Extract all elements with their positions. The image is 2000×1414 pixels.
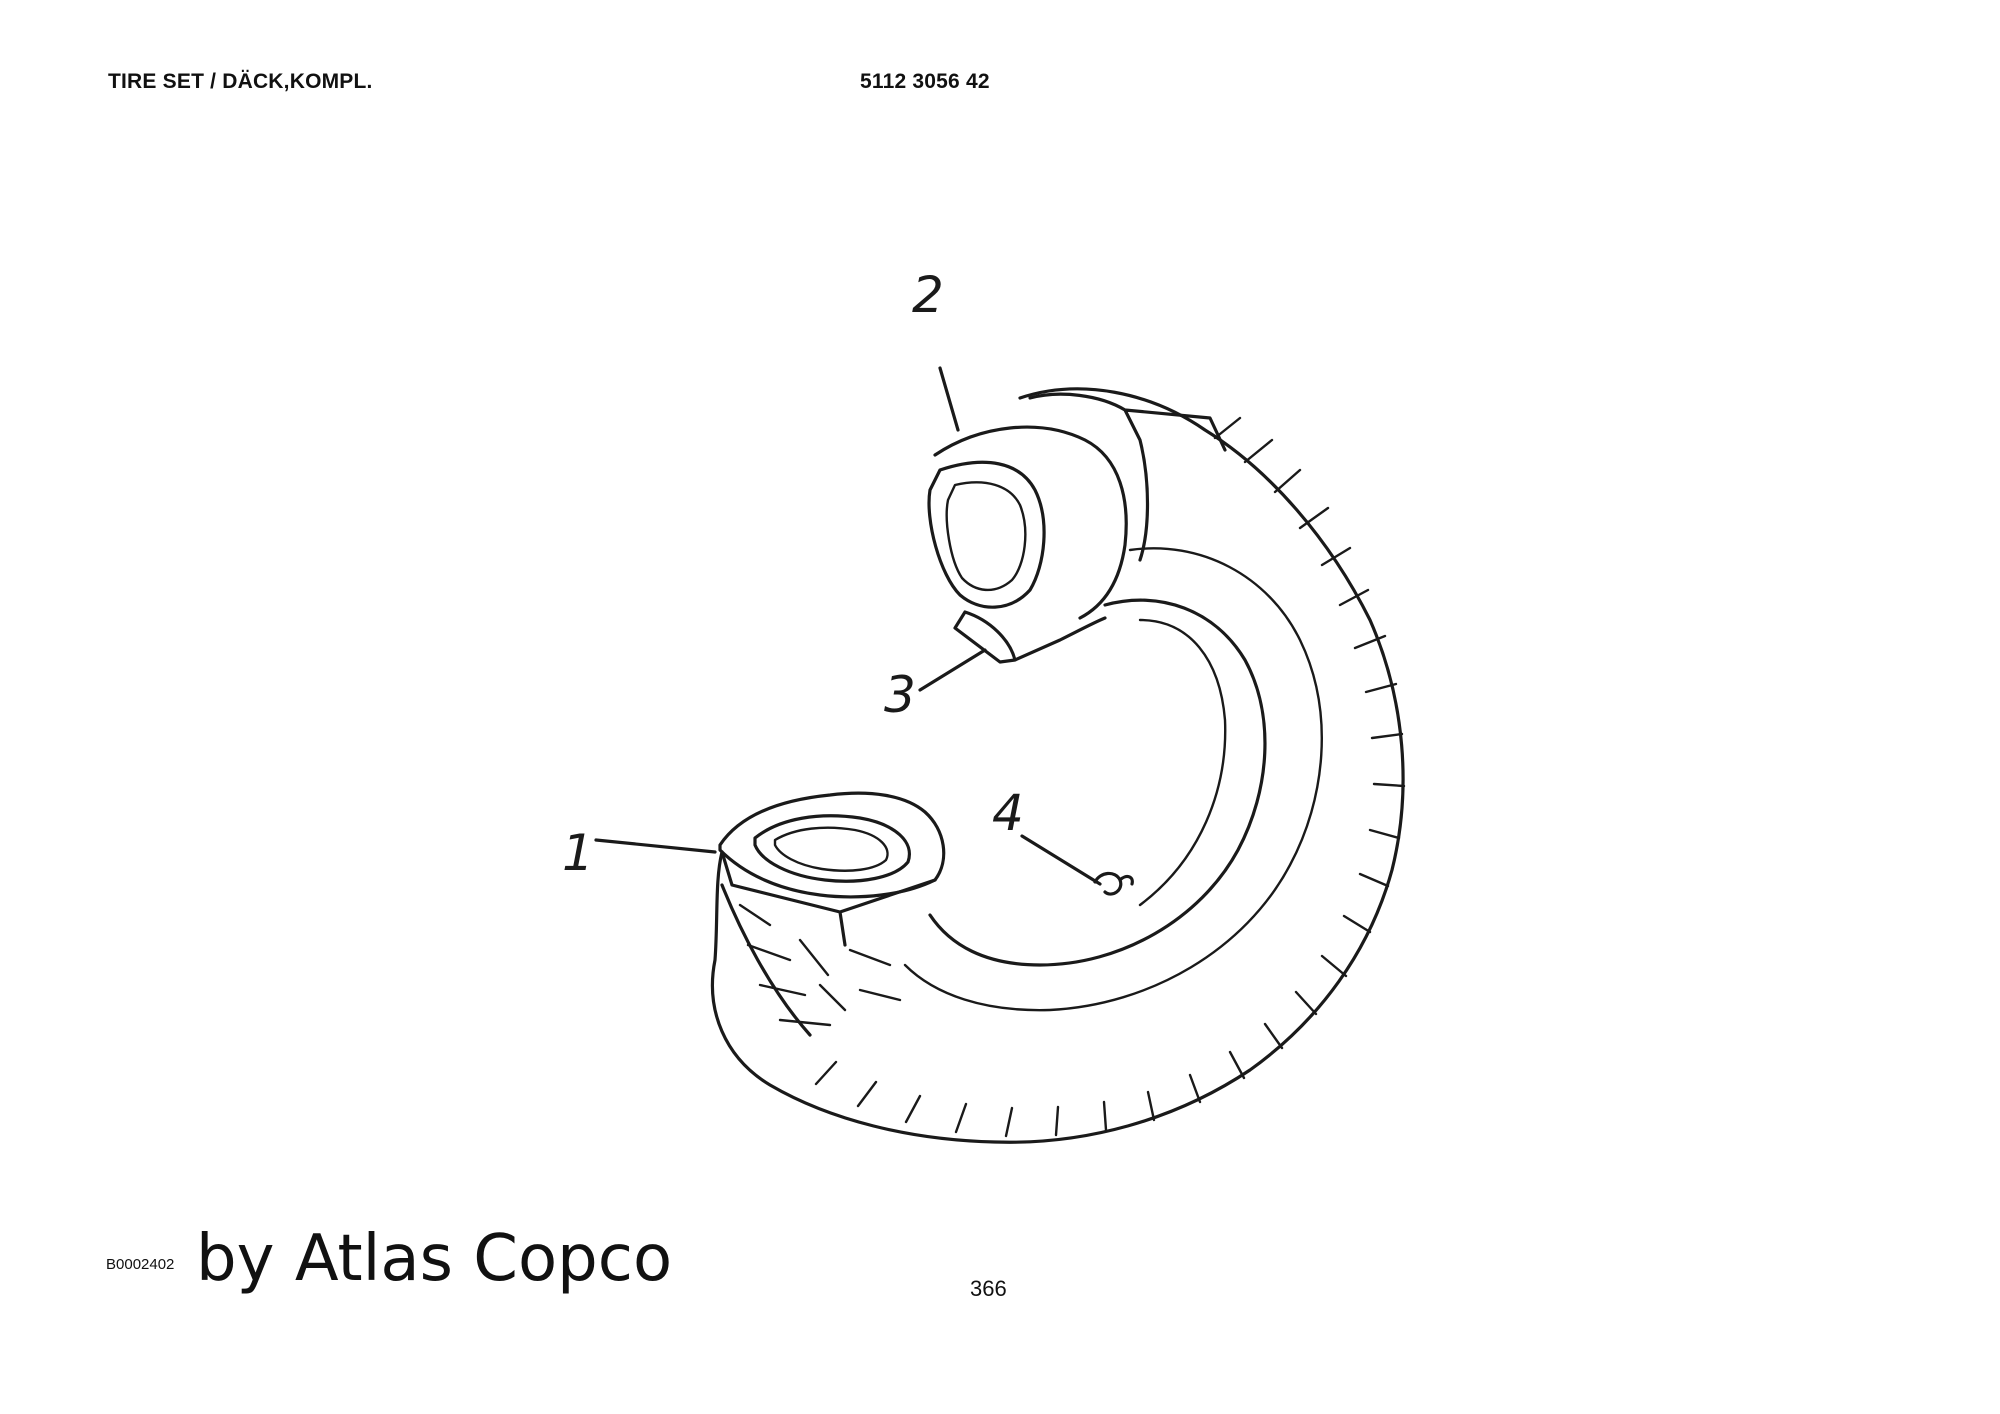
tire-outer-outline <box>710 387 1405 1144</box>
tube-lower-opening <box>753 814 911 883</box>
page-title: TIRE SET / DÄCK,KOMPL. <box>108 70 373 93</box>
tire-lower-cut <box>718 791 946 899</box>
callout-4: 4 <box>992 784 1024 842</box>
leader-4 <box>1020 834 1102 886</box>
image-code: B0002402 <box>106 1256 175 1273</box>
tube-upper-inner <box>945 481 1027 592</box>
part-number: 5112 3056 42 <box>860 70 990 93</box>
watermark-text: by Atlas Copco <box>196 1222 673 1296</box>
tube-upper-section <box>933 425 1128 620</box>
tire-sidewall-ring-2 <box>1138 618 1227 907</box>
callout-2: 2 <box>912 266 944 324</box>
valve <box>1093 871 1134 896</box>
tire-lower-tread <box>738 903 902 1027</box>
tire-lower-body <box>720 850 937 1037</box>
flap-upper <box>953 610 1107 664</box>
callout-1: 1 <box>562 824 594 882</box>
tube-upper-opening <box>927 460 1046 609</box>
leader-1 <box>594 838 717 854</box>
tire-inner-outline <box>928 598 1267 967</box>
callout-3: 3 <box>884 666 916 724</box>
tire-sidewall-ring <box>903 547 1323 1012</box>
tread-lugs <box>814 416 1406 1138</box>
leader-2 <box>938 366 960 432</box>
tube-lower-inner <box>773 826 889 872</box>
page-number: 366 <box>970 1276 1007 1301</box>
leader-3 <box>918 648 987 692</box>
tire-upper-cut <box>1028 392 1227 562</box>
